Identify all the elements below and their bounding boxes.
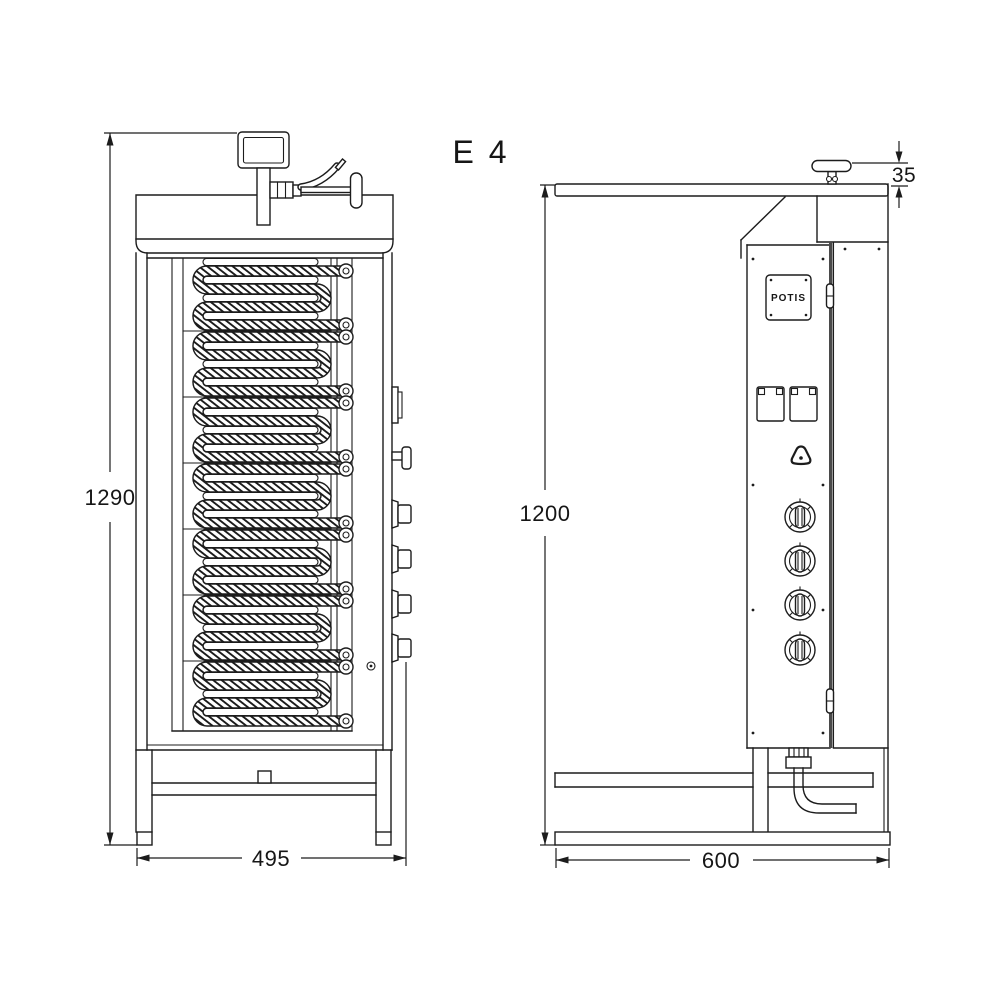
side-height-dimension: 1200 [520, 184, 571, 846]
switch-knob [391, 544, 412, 574]
heating-element [198, 330, 353, 398]
tap-valve-body [269, 181, 294, 199]
foot [375, 831, 392, 846]
pilot-switch-cap [401, 446, 412, 470]
heating-element [198, 264, 353, 332]
door-edge [829, 242, 833, 748]
rotary-knob-4 [784, 631, 816, 666]
switch-knob [391, 499, 412, 529]
handle-grip [349, 172, 363, 209]
front-height-label: 1290 [85, 485, 136, 510]
spit-handle [811, 159, 852, 185]
model-title: E 4 [452, 134, 509, 170]
switch-panel-edge [366, 386, 412, 671]
base-tab [257, 770, 272, 784]
switch-knob [391, 633, 412, 663]
brand-label: POTIS [771, 293, 806, 304]
door-hinge [825, 283, 835, 309]
heating-chamber [171, 257, 353, 731]
side-base-frame [554, 747, 891, 846]
front-base-frame [136, 749, 392, 846]
front-width-label: 495 [252, 846, 290, 871]
power-cable [785, 747, 857, 814]
heating-element [198, 660, 353, 728]
motor-box-assembly [237, 131, 363, 226]
handle-offset-label: 35 [892, 164, 916, 187]
switch-knob [391, 589, 412, 619]
foot [136, 831, 153, 846]
socket-right [789, 386, 818, 422]
front-height-dimension: 1290 [85, 132, 237, 846]
control-column: POTIS [746, 241, 889, 833]
side-depth-label: 600 [702, 848, 740, 873]
handle-offset-dimension: 35 [852, 141, 916, 208]
side-view: 1200 35 [520, 141, 916, 873]
side-depth-dimension: 600 [555, 848, 890, 873]
side-bracket [391, 386, 399, 424]
door-hinge [825, 688, 835, 714]
heating-element [198, 528, 353, 596]
side-height-label: 1200 [520, 501, 571, 526]
panel-screws [751, 247, 881, 735]
front-width-dimension: 495 [136, 662, 407, 871]
top-shield [554, 183, 889, 833]
front-view: 1290 [85, 131, 412, 871]
rotary-knob-1 [784, 498, 816, 533]
pilot-triangle [790, 445, 812, 466]
rotary-knob-3 [784, 586, 816, 621]
handle-rod [300, 186, 353, 194]
socket-left [756, 386, 785, 422]
rotary-knob-2 [784, 542, 816, 577]
spit-post [256, 167, 271, 226]
brand-plate: POTIS [765, 274, 812, 321]
heating-element [198, 462, 353, 530]
heating-element [198, 594, 353, 662]
heating-element [198, 396, 353, 464]
base-plate [554, 831, 891, 846]
